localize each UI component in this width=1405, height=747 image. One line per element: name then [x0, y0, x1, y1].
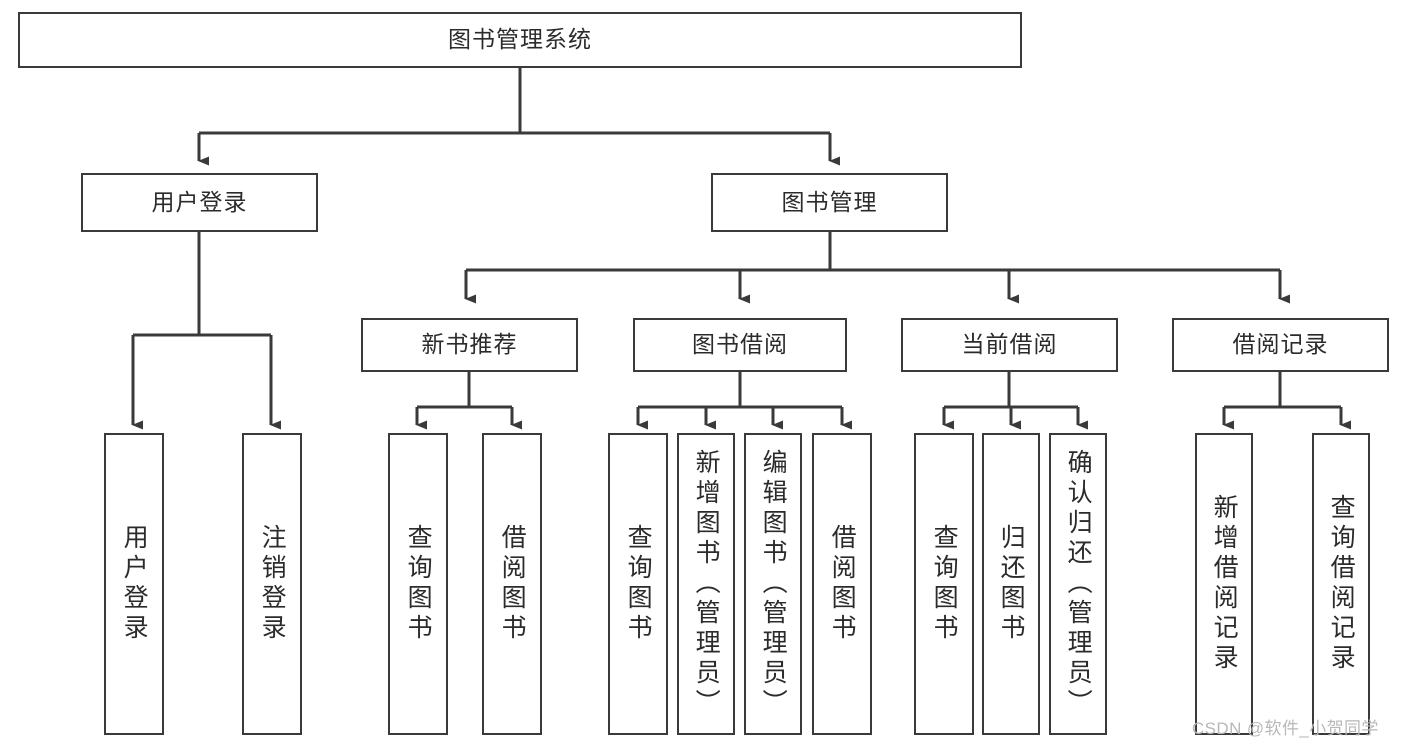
node-leaf-borrow-book-recommend[interactable]: 借阅图书: [482, 433, 542, 735]
node-label: 图书管理系统: [448, 26, 592, 53]
node-label: 借阅图书: [828, 524, 857, 644]
node-label: 编辑图书（管理员）: [759, 449, 788, 719]
node-leaf-logout[interactable]: 注销登录: [242, 433, 302, 735]
node-label: 查询图书: [930, 524, 959, 644]
node-leaf-add-book-admin[interactable]: 新增图书（管理员）: [677, 433, 735, 735]
node-label: 借阅记录: [1232, 331, 1329, 358]
node-label: 借阅图书: [498, 524, 527, 644]
node-label: 用户登录: [151, 188, 248, 215]
node-book-management[interactable]: 图书管理: [711, 173, 948, 232]
node-label: 当前借阅: [961, 331, 1058, 358]
node-label: 注销登录: [258, 524, 287, 644]
node-label: 新书推荐: [421, 331, 518, 358]
node-root-book-management-system[interactable]: 图书管理系统: [18, 12, 1022, 68]
node-borrow-record[interactable]: 借阅记录: [1172, 318, 1389, 372]
node-leaf-query-book-current[interactable]: 查询图书: [914, 433, 974, 735]
node-label: 图书管理: [781, 188, 878, 215]
node-leaf-edit-book-admin[interactable]: 编辑图书（管理员）: [744, 433, 802, 735]
node-label: 确认归还（管理员）: [1064, 449, 1093, 719]
node-leaf-add-borrow-record[interactable]: 新增借阅记录: [1195, 433, 1253, 735]
node-label: 新增借阅记录: [1210, 494, 1239, 674]
node-leaf-borrow-book[interactable]: 借阅图书: [812, 433, 872, 735]
node-label: 查询图书: [624, 524, 653, 644]
node-leaf-query-book-recommend[interactable]: 查询图书: [388, 433, 448, 735]
node-label: 查询图书: [404, 524, 433, 644]
node-label: 查询借阅记录: [1327, 494, 1356, 674]
node-user-login[interactable]: 用户登录: [81, 173, 318, 232]
node-leaf-return-book[interactable]: 归还图书: [982, 433, 1040, 735]
node-leaf-query-borrow-record[interactable]: 查询借阅记录: [1312, 433, 1370, 735]
node-label: 图书借阅: [692, 331, 788, 358]
watermark-csdn: CSDN @软件_小贺同学: [1192, 719, 1379, 738]
node-leaf-query-book-borrow[interactable]: 查询图书: [608, 433, 668, 735]
node-label: 用户登录: [120, 524, 149, 644]
node-current-borrow[interactable]: 当前借阅: [901, 318, 1118, 372]
node-new-book-recommend[interactable]: 新书推荐: [361, 318, 578, 372]
node-label: 新增图书（管理员）: [692, 449, 721, 719]
node-leaf-user-login[interactable]: 用户登录: [104, 433, 164, 735]
node-leaf-confirm-return-admin[interactable]: 确认归还（管理员）: [1049, 433, 1107, 735]
node-book-borrow[interactable]: 图书借阅: [633, 318, 847, 372]
node-label: 归还图书: [997, 524, 1026, 644]
